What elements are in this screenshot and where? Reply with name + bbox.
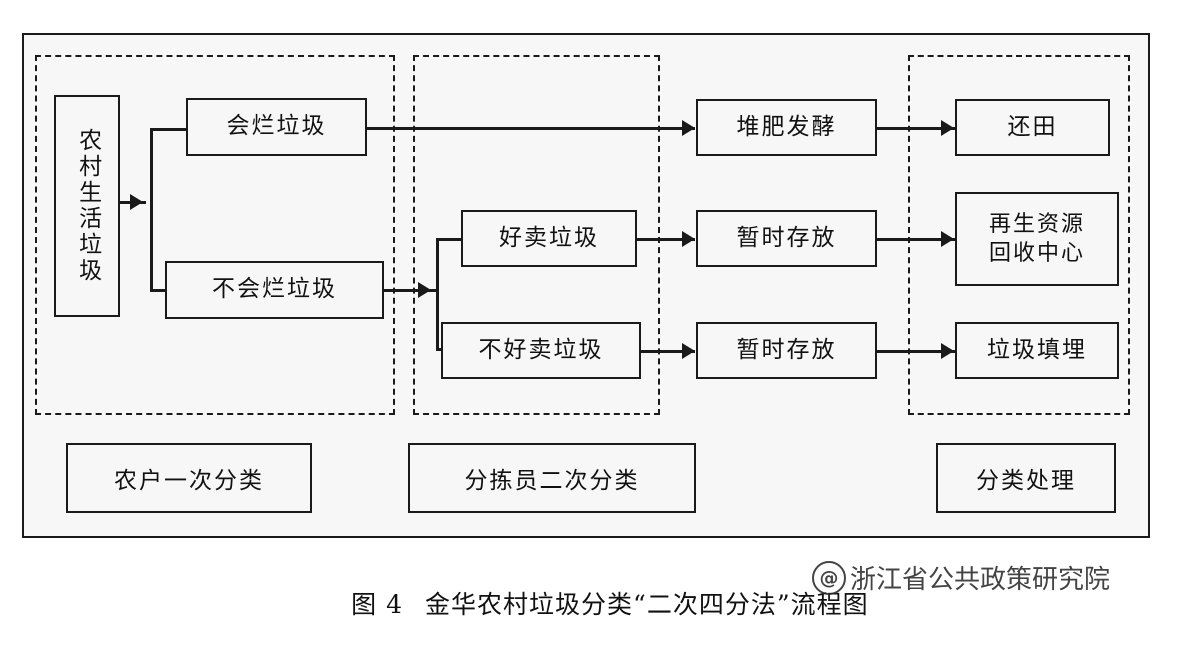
- connector-temp1-to-recycle: [877, 238, 955, 241]
- connector-rottable-to-compost: [367, 127, 695, 130]
- connector-compost-to-field: [877, 127, 955, 130]
- arrow-compost-to-field: [941, 120, 954, 136]
- branch-bar-household: [150, 128, 153, 292]
- node-non-rottable[interactable]: 不会烂垃圾: [165, 261, 384, 319]
- node-recycle-center[interactable]: 再生资源 回收中心: [955, 192, 1119, 286]
- node-temp-storage-2[interactable]: 暂时存放: [696, 322, 877, 379]
- node-rottable[interactable]: 会烂垃圾: [186, 98, 367, 156]
- figure-caption-index: 图 4: [351, 590, 404, 619]
- figure-root: 农村生活垃圾 会烂垃圾 不会烂垃圾 好卖垃圾 不好卖垃圾 堆肥发酵 暂时存放 暂…: [22, 33, 1150, 619]
- arrow-source-to-branch: [130, 194, 143, 210]
- node-landfill[interactable]: 垃圾填埋: [955, 322, 1119, 379]
- stage-label-sorter[interactable]: 分拣员二次分类: [408, 443, 696, 513]
- stage-panel-treatment: [908, 55, 1130, 415]
- stage-panel-household: [35, 55, 395, 415]
- stage-label-household[interactable]: 农户一次分类: [66, 443, 312, 513]
- node-source[interactable]: 农村生活垃圾: [54, 95, 120, 317]
- connector-temp2-to-landfill: [877, 350, 955, 353]
- connector-nonsellable-to-temp2: [641, 350, 695, 353]
- connector-sorterbranch-to-sellable: [436, 238, 464, 241]
- stage-label-treatment[interactable]: 分类处理: [936, 443, 1116, 513]
- connector-sellable-to-temp1: [637, 238, 695, 241]
- branch-bar-sorter: [436, 238, 439, 351]
- arrow-sellable-to-temp1: [682, 231, 695, 247]
- arrow-nonrottable-to-sorterbranch: [418, 282, 431, 298]
- arrow-temp1-to-recycle: [941, 231, 954, 247]
- node-compost[interactable]: 堆肥发酵: [696, 99, 877, 156]
- connector-branch-to-rottable: [150, 128, 186, 131]
- figure-caption-text: 金华农村垃圾分类“二次四分法”流程图: [425, 590, 869, 619]
- node-temp-storage-1[interactable]: 暂时存放: [696, 210, 877, 267]
- node-return-to-field[interactable]: 还田: [955, 99, 1110, 156]
- arrow-temp2-to-landfill: [941, 343, 954, 359]
- node-non-sellable[interactable]: 不好卖垃圾: [441, 322, 641, 379]
- stage-panel-sorter: [413, 55, 660, 415]
- arrow-nonsellable-to-temp2: [682, 343, 695, 359]
- node-sellable[interactable]: 好卖垃圾: [461, 210, 637, 267]
- figure-caption: 图 4 金华农村垃圾分类“二次四分法”流程图: [0, 556, 1184, 650]
- connector-nonrottable-to-sorterbranch: [384, 289, 436, 292]
- arrow-rottable-to-compost: [682, 120, 695, 136]
